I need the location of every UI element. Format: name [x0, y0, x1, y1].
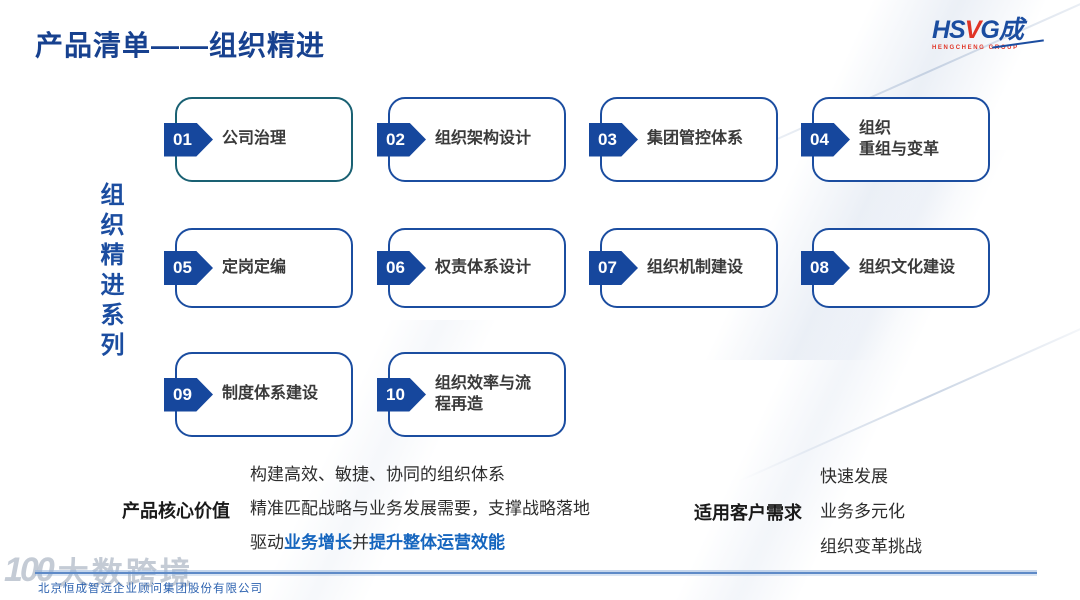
logo-letters-blue: HS: [932, 16, 966, 44]
card-label: 组织效率与流 程再造: [435, 374, 532, 413]
customer-need-item: 快速发展: [820, 467, 888, 486]
card-label: 组织文化建设: [859, 258, 956, 276]
line3-highlight: 提升整体运营效能: [369, 533, 505, 552]
number-badge: 08: [801, 251, 850, 285]
number-badge: 06: [377, 251, 426, 285]
company-logo: HSVG成 HENGCHENG GROUP: [932, 18, 1044, 51]
product-card-03: 03 集团管控体系: [589, 97, 778, 182]
card-label: 集团管控体系: [647, 130, 744, 148]
card-label: 公司治理: [222, 130, 287, 148]
decorative-diagonal-line: [737, 309, 1080, 482]
product-card-02: 02 组织架构设计: [377, 97, 566, 182]
logo-letter-g: G: [980, 16, 999, 44]
product-card-06: 06 权责体系设计: [377, 228, 566, 308]
footer-divider: [35, 572, 1037, 574]
number-badge: 09: [164, 377, 213, 412]
logo-letter-red: V: [964, 16, 982, 44]
number-badge: 10: [377, 377, 426, 412]
logo-wordmark: HSVG成: [932, 18, 1044, 43]
number-badge: 02: [377, 122, 426, 157]
number-badge: 04: [801, 122, 850, 157]
core-value-lines: 构建高效、敏捷、协同的组织体系 精准匹配战略与业务发展需要，支撑战略落地 驱动业…: [250, 458, 590, 560]
card-label: 权责体系设计: [435, 258, 532, 276]
customer-need-item: 业务多元化: [820, 502, 905, 521]
product-card-10: 10 组织效率与流 程再造: [377, 352, 566, 437]
card-label: 组织 重组与变革: [859, 119, 940, 158]
product-card-09: 09 制度体系建设: [164, 352, 353, 437]
line3-highlight: 业务增长: [284, 533, 352, 552]
page-title: 产品清单——组织精进: [35, 30, 326, 61]
line3-plain: 驱动: [250, 533, 284, 552]
company-name: 北京恒成智远企业顾问集团股份有限公司: [38, 583, 263, 595]
product-card-04: 04 组织 重组与变革: [801, 97, 990, 182]
core-value-label: 产品核心价值: [122, 501, 230, 521]
number-badge: 05: [164, 251, 213, 285]
core-value-line-1: 构建高效、敏捷、协同的组织体系: [250, 465, 505, 484]
logo-tagline: HENGCHENG GROUP: [932, 45, 1019, 51]
customer-needs-label: 适用客户需求: [694, 503, 802, 523]
product-card-05: 05 定岗定编: [164, 228, 353, 308]
product-card-08: 08 组织文化建设: [801, 228, 990, 308]
card-label: 组织架构设计: [435, 130, 532, 148]
card-label: 组织机制建设: [647, 258, 744, 276]
customer-need-item: 组织变革挑战: [820, 537, 922, 556]
logo-char-cheng: 成: [998, 16, 1024, 44]
core-value-line-3: 驱动业务增长并提升整体运营效能: [250, 526, 590, 560]
product-card-07: 07 组织机制建设: [589, 228, 778, 308]
customer-needs-lines: 快速发展 业务多元化 组织变革挑战: [820, 459, 922, 564]
number-badge: 01: [164, 122, 213, 157]
series-vertical-label: 组织精进系列: [96, 182, 123, 362]
card-label: 制度体系建设: [222, 385, 319, 403]
card-label: 定岗定编: [222, 258, 287, 276]
line3-plain: 并: [352, 533, 369, 552]
number-badge: 07: [589, 251, 638, 285]
core-value-line-2: 精准匹配战略与业务发展需要，支撑战略落地: [250, 499, 590, 518]
number-badge: 03: [589, 122, 638, 157]
product-card-01: 01 公司治理: [164, 97, 353, 182]
